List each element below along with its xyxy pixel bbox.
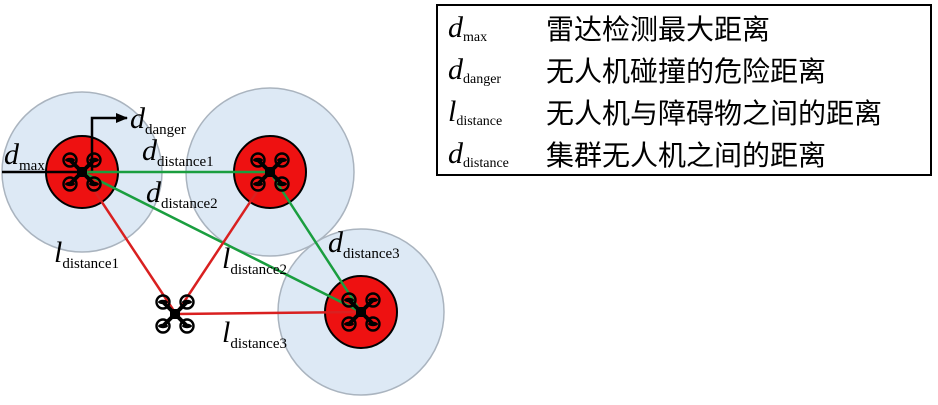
legend-description: 集群无人机之间的距离 (546, 139, 827, 172)
d-max-label: dmax (4, 138, 45, 174)
l-distance1-link (80, 171, 178, 315)
legend-row-d-distance: ddistance 集群无人机之间的距离 (448, 134, 928, 174)
l-distance2-label: ldistance2 (222, 242, 287, 278)
legend-box: dmax 雷达检测最大距离 ddanger 无人机碰撞的危险距离 ldistan… (436, 4, 932, 176)
d-danger-label: ddanger (130, 102, 186, 138)
legend-symbol: dmax (448, 11, 546, 46)
l-distance3-link (175, 310, 362, 316)
legend-description: 无人机与障碍物之间的距离 (546, 97, 883, 130)
legend-symbol-subscript: danger (463, 71, 502, 87)
legend-symbol-main: d (448, 10, 463, 44)
legend-row-d-max: dmax 雷达检测最大距离 (448, 8, 928, 48)
d-distance3-label: ddistance3 (328, 226, 400, 262)
legend-description: 无人机碰撞的危险距离 (546, 55, 827, 88)
l-distance3-label: ldistance3 (222, 316, 287, 352)
l-distance2-link (174, 171, 272, 315)
d-distance3-link (268, 171, 363, 313)
legend-symbol-subscript: distance (463, 155, 509, 171)
legend-symbol-main: d (448, 52, 463, 86)
legend-description: 雷达检测最大距离 (546, 13, 771, 46)
l-distance1-label: ldistance1 (54, 236, 119, 272)
legend-symbol: ddanger (448, 53, 546, 88)
legend-row-l-distance: ldistance 无人机与障碍物之间的距离 (448, 92, 928, 132)
legend-symbol: ldistance (448, 95, 546, 130)
d-distance2-label: ddistance2 (146, 176, 218, 212)
legend-symbol: ddistance (448, 137, 546, 172)
d-distance2-link (81, 170, 362, 314)
legend-symbol-main: d (448, 136, 463, 170)
legend-symbol-main: l (448, 94, 457, 128)
d-distance1-label: ddistance1 (142, 134, 214, 170)
legend-symbol-subscript: distance (456, 113, 503, 129)
legend-symbol-subscript: max (463, 29, 488, 45)
legend-row-d-danger: ddanger 无人机碰撞的危险距离 (448, 50, 928, 90)
